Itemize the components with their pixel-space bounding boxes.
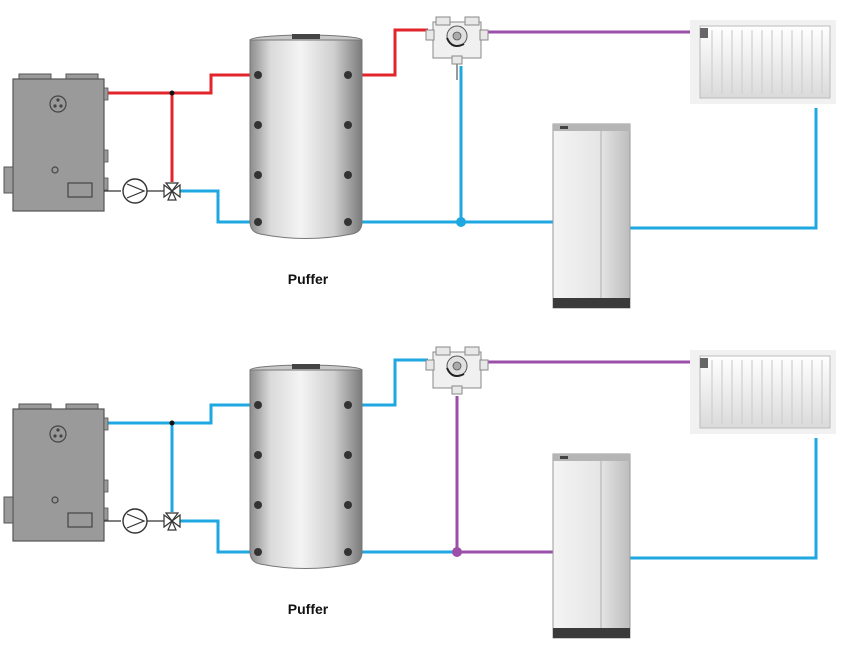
top-diagram: Puffer	[3, 16, 837, 309]
bottom-mixing-valve	[425, 346, 489, 395]
bottom-cold-pipe-mixer	[348, 358, 428, 407]
top-mixing-valve	[425, 16, 489, 65]
bottom-buffer-tank	[249, 363, 363, 569]
top-hot-pipe-mixer	[348, 28, 428, 77]
top-cold-pipe-return	[180, 189, 258, 224]
bottom-radiator	[689, 349, 837, 435]
bottom-pipes	[108, 358, 818, 560]
top-boiler	[3, 73, 109, 212]
bottom-tank-label: Puffer	[288, 601, 329, 617]
bottom-diagram: Puffer	[3, 346, 837, 639]
top-cold-pipe-radiator	[630, 108, 818, 230]
bottom-pump-valve	[103, 508, 181, 534]
bottom-cold-pipe-radiator	[630, 438, 818, 560]
top-junction	[456, 217, 466, 227]
top-tank-label: Puffer	[288, 271, 329, 287]
top-buffer-tank	[249, 33, 363, 239]
bottom-cold-pipe-boiler	[108, 403, 258, 425]
bottom-bypass-junction	[169, 420, 175, 426]
top-hot-pipe-boiler	[108, 73, 258, 95]
bottom-heat-pump	[552, 453, 631, 639]
top-radiator	[689, 19, 837, 105]
top-pump-valve	[103, 178, 181, 204]
top-pipes	[108, 28, 818, 230]
bottom-junction	[452, 547, 462, 557]
bottom-boiler	[3, 403, 109, 542]
top-heat-pump	[552, 123, 631, 309]
bottom-cold-pipe-return	[180, 519, 258, 554]
top-bypass-junction	[169, 90, 175, 96]
